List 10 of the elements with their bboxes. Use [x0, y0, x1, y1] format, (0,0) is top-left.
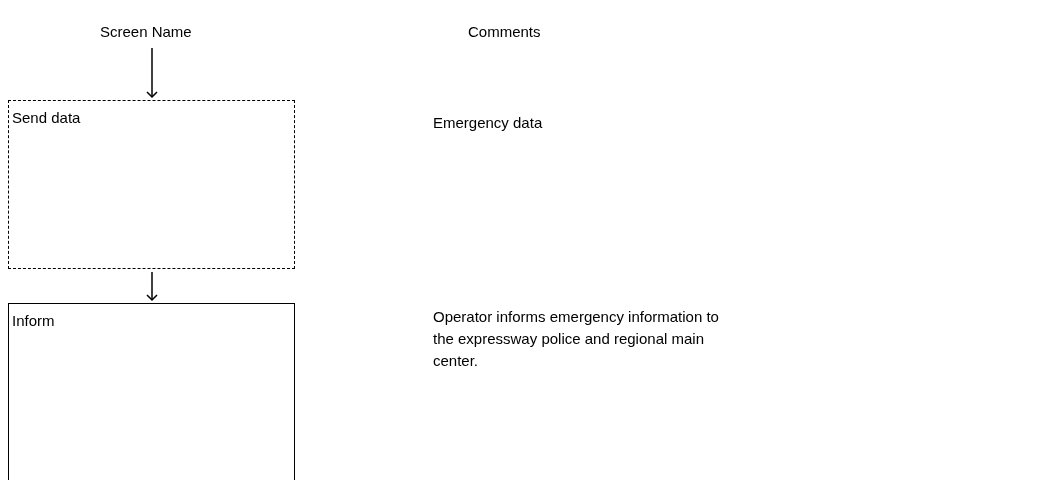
- column-heading: Comments: [468, 22, 541, 42]
- comment-text: Emergency data: [433, 113, 543, 133]
- screen-name: Send data: [12, 108, 82, 128]
- column-heading: Screen Name: [100, 22, 192, 42]
- screen-name: Inform: [12, 311, 56, 331]
- screen-box: [8, 303, 295, 480]
- arrow: [146, 271, 158, 301]
- arrow: [146, 47, 158, 98]
- comment-text: Operator informs emergency information to the expressway police and regional main center.: [433, 307, 720, 371]
- screen-box: [8, 100, 295, 269]
